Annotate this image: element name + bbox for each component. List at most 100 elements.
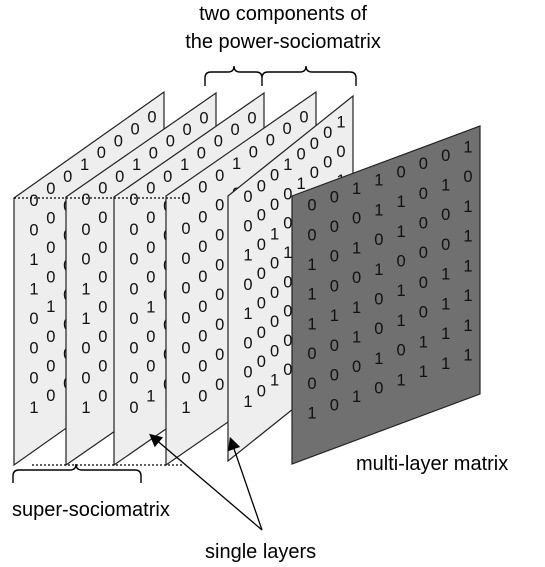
layer-3-cell: 0 (146, 209, 155, 227)
layer-5-cell: 0 (297, 146, 306, 164)
layer-3-cell: 0 (146, 328, 155, 346)
layer-5-cell: 0 (283, 332, 292, 350)
bottom-brace (12, 463, 142, 483)
layer-5-cell: 0 (243, 217, 252, 235)
multi-layer-cell: 1 (397, 223, 406, 241)
multi-layer-cell: 1 (307, 256, 316, 274)
multi-layer-cell: 0 (419, 155, 428, 173)
layer-2-cell: 0 (98, 358, 107, 376)
layer-4-cell: 0 (266, 132, 275, 150)
layer-4-cell: 0 (215, 197, 224, 215)
layer-5-cell: 0 (323, 154, 332, 172)
multi-layer-cell: 0 (330, 367, 339, 385)
layer-4-cell: 1 (181, 399, 190, 417)
layer-2-cell: 0 (98, 239, 107, 257)
layer-3-cell: 0 (129, 191, 138, 209)
multi-layer-cell: 0 (441, 147, 450, 165)
multi-layer-cell: 1 (441, 266, 450, 284)
layer-5-cell: 1 (243, 305, 252, 323)
layer-1-cell: 0 (29, 369, 38, 387)
layer-5-cell: 0 (257, 382, 266, 400)
layer-5-cell: 0 (270, 313, 279, 331)
multi-layer-cell: 1 (463, 347, 472, 365)
layer-4-cell: 0 (198, 387, 207, 405)
layer-5-cell: 0 (270, 284, 279, 302)
layer-4-cell: 0 (215, 256, 224, 274)
layer-2-cell: 0 (98, 269, 107, 287)
multi-layer-cell: 0 (330, 218, 339, 236)
multi-layer-cell: 0 (330, 277, 339, 295)
layer-2-cell: 0 (98, 179, 107, 197)
multi-layer-cell: 0 (463, 168, 472, 186)
layer-2-cell: 1 (81, 399, 90, 417)
multi-layer-cell: 0 (441, 206, 450, 224)
multi-layer-cell: 1 (419, 333, 428, 351)
multi-layer-cell: 0 (397, 163, 406, 181)
multi-layer-cell: 1 (419, 363, 428, 381)
layer-4-cell: 0 (198, 328, 207, 346)
multi-layer-cell: 0 (374, 380, 383, 398)
layer-5-cell: 0 (257, 353, 266, 371)
layer-4-cell: 0 (249, 143, 258, 161)
layer-2-cell: 0 (81, 369, 90, 387)
layer-4-cell: 0 (215, 346, 224, 364)
layer-3-cell: 0 (129, 340, 138, 358)
layer-1-cell: 0 (46, 328, 55, 346)
multi-layer-cell: 1 (441, 325, 450, 343)
layer-4-cell: 0 (215, 316, 224, 334)
multi-layer-cell: 1 (374, 350, 383, 368)
multi-layer-cell: 1 (352, 299, 361, 317)
layer-4-cell: 0 (198, 298, 207, 316)
layer-5-cell: 0 (257, 207, 266, 225)
layer-5-cell: 1 (283, 244, 292, 262)
layer-3-cell: 1 (146, 298, 155, 316)
layer-5-cell: 0 (270, 255, 279, 273)
multi-layer-cell: 1 (352, 388, 361, 406)
layer-2-cell: 0 (199, 109, 208, 127)
multi-layer-cell: 1 (463, 228, 472, 246)
layer-4-cell: 0 (215, 376, 224, 394)
multi-layer-cell: 0 (307, 375, 316, 393)
multi-layer-cell: 1 (463, 198, 472, 216)
layer-3-cell: 0 (129, 310, 138, 328)
layer-5-cell: 1 (243, 247, 252, 265)
layer-4-cell: 0 (198, 358, 207, 376)
layer-4-cell: 0 (181, 369, 190, 387)
layer-2-cell: 0 (98, 328, 107, 346)
layer-1-cell: 0 (46, 269, 55, 287)
layer-1-cell: 1 (29, 251, 38, 269)
arrow-single-layer-1 (149, 433, 263, 531)
layer-5-cell: 0 (243, 188, 252, 206)
layer-4-cell: 0 (198, 208, 207, 226)
multi-layer-cell: 1 (330, 307, 339, 325)
layer-4-cell: 0 (198, 178, 207, 196)
layer-1-cell: 0 (29, 310, 38, 328)
layer-5-cell: 0 (310, 135, 319, 153)
layer-2-cell: 0 (115, 168, 124, 186)
layer-1-cell: 0 (29, 192, 38, 210)
multi-layer-cell: 1 (374, 261, 383, 279)
multi-layer-cell: 1 (397, 193, 406, 211)
layer-5-cell: 0 (310, 164, 319, 182)
layer-4-cell: 0 (215, 227, 224, 245)
multi-layer-cell: 0 (330, 396, 339, 414)
layer-4-cell: 0 (215, 167, 224, 185)
multi-layer-cell: 1 (352, 180, 361, 198)
multi-layer-cell: 1 (307, 405, 316, 423)
layer-2-cell: 1 (132, 156, 141, 174)
multi-layer-cell: 0 (397, 253, 406, 271)
multi-layer-matrix-label: multi-layer matrix (356, 453, 508, 475)
layer-4-cell: 0 (283, 120, 292, 138)
layer-4-cell: 0 (215, 286, 224, 304)
layer-5-cell: 0 (257, 324, 266, 342)
layer-5-cell: 1 (297, 175, 306, 193)
multi-layer-cell: 1 (307, 315, 316, 333)
layer-1-cell: 0 (131, 120, 140, 138)
layer-5-cell: 0 (336, 143, 345, 161)
multi-layer-cell: 1 (463, 287, 472, 305)
multi-layer-cell: 0 (374, 231, 383, 249)
multi-layer-cell: 1 (441, 295, 450, 313)
layer-3-cell: 0 (146, 239, 155, 257)
layer-3-cell: 0 (129, 369, 138, 387)
